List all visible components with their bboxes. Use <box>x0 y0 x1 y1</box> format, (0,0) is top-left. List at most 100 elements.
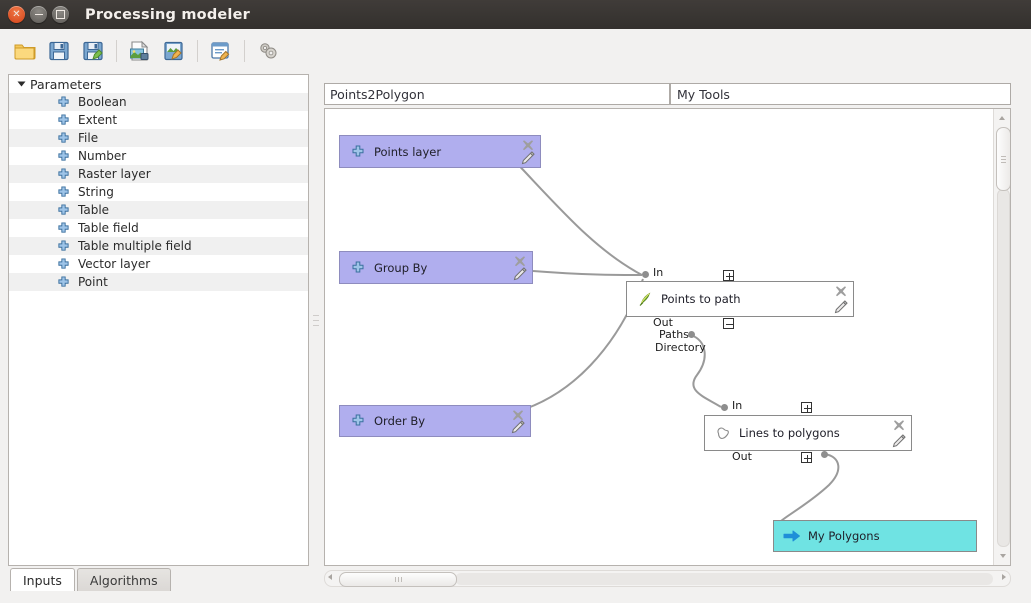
model-canvas-frame: Points layer Group By <box>324 108 1011 566</box>
node-order-by[interactable]: Order By <box>339 405 531 437</box>
tree-item-extent[interactable]: Extent <box>9 111 308 129</box>
port-dot-paths[interactable] <box>688 331 695 338</box>
node-label: Points layer <box>374 144 442 159</box>
edit-help-button[interactable] <box>204 34 238 68</box>
edit-help-icon <box>211 42 230 61</box>
maximize-window-button[interactable] <box>52 6 69 23</box>
save-icon <box>49 41 69 61</box>
tab-inputs-label: Inputs <box>23 572 62 588</box>
open-model-button[interactable] <box>8 34 42 68</box>
connector-paths-to-lines-in <box>690 334 722 408</box>
points-to-path-icon <box>635 292 655 307</box>
edit-node-icon[interactable] <box>511 420 525 434</box>
tree-item-file[interactable]: File <box>9 129 308 147</box>
save-button[interactable] <box>42 34 76 68</box>
delete-node-icon[interactable] <box>512 409 524 421</box>
tree-root-parameters[interactable]: Parameters <box>9 75 308 93</box>
tree-item-raster-layer[interactable]: Raster layer <box>9 165 308 183</box>
port-dot-lines-to-polygons-in[interactable] <box>721 404 728 411</box>
export-script-button[interactable] <box>157 34 191 68</box>
node-lines-to-polygons[interactable]: Lines to polygons <box>704 415 912 451</box>
delete-node-icon[interactable] <box>514 255 526 267</box>
delete-node-icon[interactable] <box>522 139 534 151</box>
port-label-lines-to-polygons-out: Out <box>732 450 752 463</box>
tree-item-boolean[interactable]: Boolean <box>9 93 308 111</box>
expand-out-toggle-lines-to-polygons[interactable] <box>801 452 812 463</box>
run-model-button[interactable] <box>251 34 285 68</box>
toolbar-separator <box>116 40 117 62</box>
tree-item-string[interactable]: String <box>9 183 308 201</box>
tree-item-label: Boolean <box>78 95 127 109</box>
scroll-down-arrow-icon[interactable] <box>995 548 1010 563</box>
edit-node-icon[interactable] <box>834 300 848 314</box>
edit-node-icon[interactable] <box>892 434 906 448</box>
port-label-points-to-path-in: In <box>653 266 664 279</box>
vertical-scroll-track[interactable] <box>997 189 1010 547</box>
tree-item-label: Table field <box>78 221 139 235</box>
add-parameter-icon <box>57 113 70 127</box>
tree-item-number[interactable]: Number <box>9 147 308 165</box>
open-model-icon <box>14 44 36 60</box>
tree-item-label: Number <box>78 149 127 163</box>
tree-item-label: File <box>78 131 99 145</box>
model-canvas[interactable]: Points layer Group By <box>325 109 994 565</box>
tree-item-table[interactable]: Table <box>9 201 308 219</box>
edit-node-icon[interactable] <box>513 267 527 281</box>
tab-algorithms-label: Algorithms <box>89 572 158 588</box>
canvas-horizontal-scrollbar[interactable] <box>324 570 1011 587</box>
port-label-points-to-path-out: Out <box>653 316 673 329</box>
tab-algorithms[interactable]: Algorithms <box>76 568 171 591</box>
scroll-right-arrow-icon[interactable] <box>1002 574 1006 580</box>
delete-node-icon[interactable] <box>835 285 847 297</box>
add-parameter-icon <box>57 149 70 163</box>
panel-tabs: Inputs Algorithms <box>10 568 173 591</box>
node-my-polygons[interactable]: My Polygons <box>773 520 977 552</box>
add-parameter-icon <box>57 203 70 217</box>
model-group-input[interactable]: My Tools <box>670 83 1011 105</box>
delete-node-icon[interactable] <box>893 419 905 431</box>
node-label: Group By <box>374 260 428 275</box>
add-parameter-icon <box>57 221 70 235</box>
tree-item-vector-layer[interactable]: Vector layer <box>9 255 308 273</box>
toolbar-separator <box>244 40 245 62</box>
tree-item-table-field[interactable]: Table field <box>9 219 308 237</box>
model-name-input[interactable]: Points2Polygon <box>324 83 670 105</box>
port-dot-lines-to-polygons-out[interactable] <box>821 451 828 458</box>
port-dot-points-to-path-in[interactable] <box>642 271 649 278</box>
window-title: Processing modeler <box>85 6 250 23</box>
horizontal-scroll-track[interactable] <box>455 573 993 585</box>
tab-inputs[interactable]: Inputs <box>10 568 75 591</box>
panel-splitter[interactable] <box>310 74 322 566</box>
canvas-vertical-scrollbar[interactable] <box>993 109 1010 565</box>
close-window-button[interactable]: ✕ <box>8 6 25 23</box>
horizontal-scroll-thumb[interactable] <box>339 572 457 587</box>
save-as-button[interactable] <box>76 34 110 68</box>
add-parameter-icon <box>57 257 70 271</box>
connector-group-by-to-in <box>532 270 643 276</box>
minimize-window-button[interactable] <box>30 6 47 23</box>
tree-item-point[interactable]: Point <box>9 273 308 291</box>
tree-root-label: Parameters <box>30 76 102 92</box>
export-image-button[interactable] <box>123 34 157 68</box>
expand-triangle-icon[interactable] <box>17 81 26 87</box>
node-points-layer[interactable]: Points layer <box>339 135 541 168</box>
tree-item-label: Table <box>78 203 110 217</box>
scroll-left-arrow-icon[interactable] <box>328 574 332 580</box>
scroll-up-arrow-icon[interactable] <box>995 110 1010 125</box>
tree-item-label: Raster layer <box>78 167 151 181</box>
expand-in-toggle-points-to-path[interactable] <box>723 270 734 281</box>
collapse-out-toggle-points-to-path[interactable] <box>723 318 734 329</box>
splitter-grip-icon <box>313 313 319 328</box>
edit-node-icon[interactable] <box>521 151 535 165</box>
vertical-scroll-thumb[interactable] <box>996 127 1010 191</box>
expand-in-toggle-lines-to-polygons[interactable] <box>801 402 812 413</box>
node-points-to-path[interactable]: Points to path <box>626 281 854 317</box>
node-group-by[interactable]: Group By <box>339 251 533 284</box>
node-label: Points to path <box>661 292 741 306</box>
tree-item-table-multiple-field[interactable]: Table multiple field <box>9 237 308 255</box>
tree-item-label: Point <box>78 275 108 289</box>
tree-item-label: String <box>78 185 114 199</box>
add-parameter-icon <box>348 145 368 159</box>
